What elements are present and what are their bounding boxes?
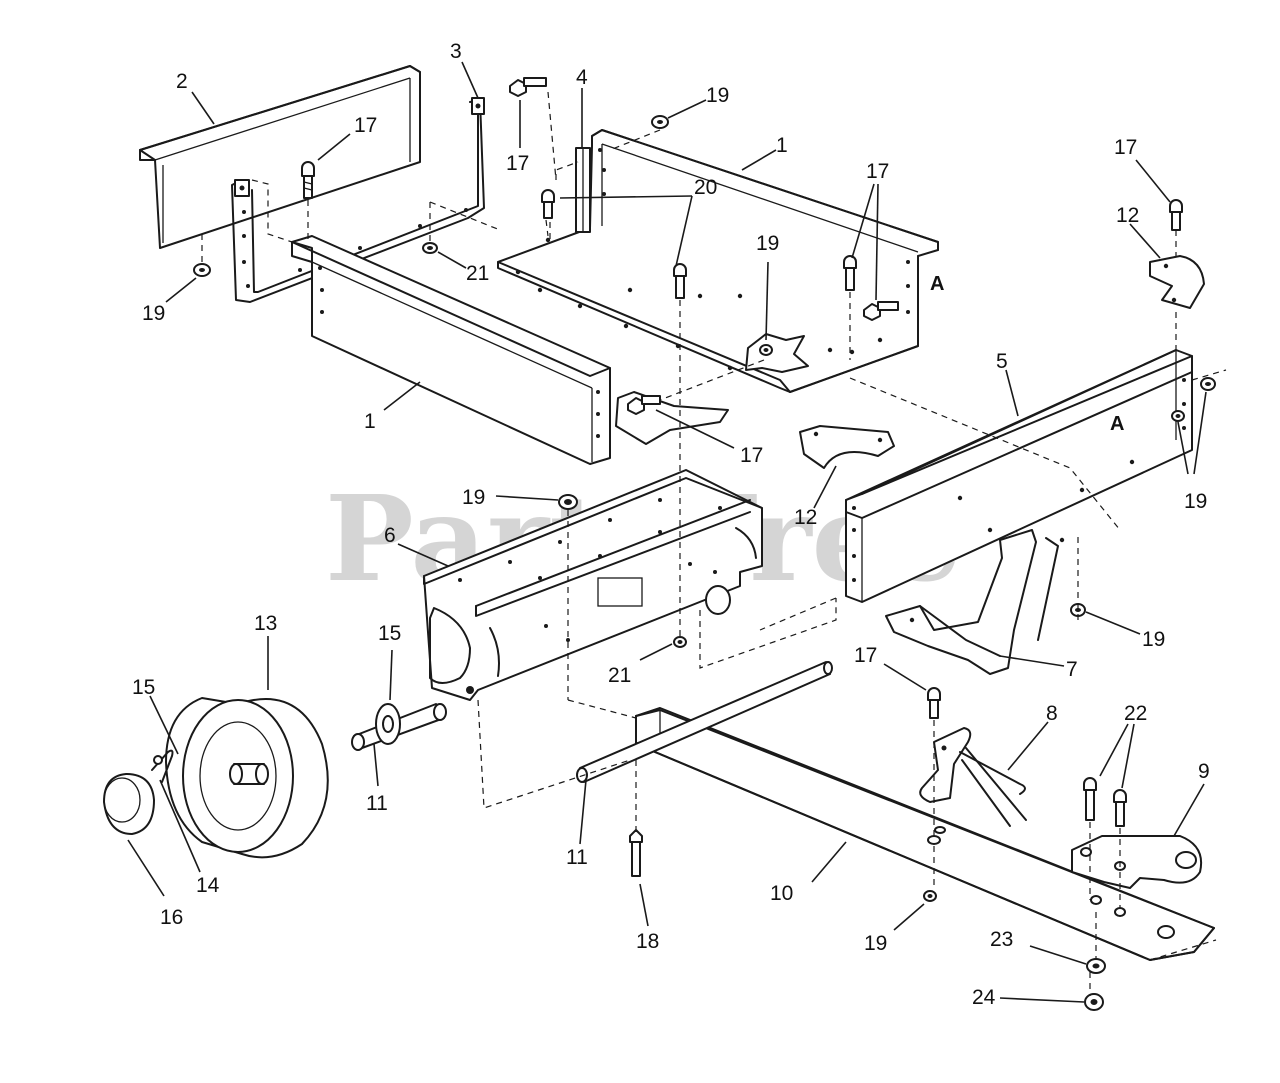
- bolt-17-top[interactable]: [509, 77, 547, 97]
- bolt-22-right[interactable]: [1113, 789, 1127, 827]
- part-3-u-bracket[interactable]: [231, 97, 485, 303]
- section-marker-a-1: A: [930, 273, 944, 295]
- callout-8: 8: [1046, 702, 1058, 725]
- part-15-washer-inner[interactable]: [375, 703, 401, 745]
- callout-1-right: 1: [776, 134, 788, 157]
- part-4-hinge-strip[interactable]: [575, 147, 591, 233]
- callout-labels: 2 3 4 17 17 19 1 17 17 20 12 19 21 19 1 …: [132, 40, 1210, 1009]
- nut-23[interactable]: [1086, 958, 1106, 974]
- part-13-wheel[interactable]: [165, 697, 329, 859]
- bolt-22-left[interactable]: [1083, 777, 1097, 821]
- callout-5: 5: [996, 350, 1008, 373]
- callout-14: 14: [196, 874, 220, 897]
- callout-10: 10: [770, 882, 793, 905]
- callout-11-left: 11: [366, 792, 388, 815]
- callout-16: 16: [160, 906, 183, 929]
- callout-17-center: 17: [866, 160, 889, 183]
- part-2-front-panel[interactable]: [139, 65, 421, 249]
- callout-22: 22: [1124, 702, 1147, 725]
- leader-lines: [127, 61, 1207, 1003]
- callout-1-left: 1: [364, 410, 376, 433]
- nut-19-tongue[interactable]: [923, 890, 937, 902]
- part-7-support-bracket[interactable]: [885, 529, 1065, 675]
- bolt-17-hitch[interactable]: [927, 687, 941, 719]
- callout-13: 13: [254, 612, 277, 635]
- nut-21-top[interactable]: [422, 242, 438, 254]
- callout-15-inner: 15: [378, 622, 401, 645]
- callout-19-left: 19: [142, 302, 165, 325]
- alignment-dash-lines: [201, 91, 1227, 996]
- part-14-cotter-pin[interactable]: [151, 749, 174, 783]
- part-8-hitch-pin[interactable]: [919, 727, 1027, 827]
- part-16-hub-cap[interactable]: [103, 773, 155, 835]
- callout-17-hitch: 17: [854, 644, 877, 667]
- part-12-center-bracket[interactable]: [799, 425, 895, 469]
- nut-19-right-a[interactable]: [1200, 377, 1216, 391]
- part-10-tongue-tube[interactable]: [635, 707, 1215, 961]
- callout-15-outer: 15: [132, 676, 155, 699]
- bolt-17-top-left[interactable]: [301, 161, 315, 199]
- callout-19-bed: 19: [756, 232, 779, 255]
- bolt-20-right[interactable]: [673, 263, 687, 299]
- callout-24: 24: [972, 986, 996, 1009]
- bolt-20-left[interactable]: [541, 189, 555, 219]
- callout-18: 18: [636, 930, 659, 953]
- callout-6: 6: [384, 524, 396, 547]
- callout-23: 23: [990, 928, 1013, 951]
- callout-11-right: 11: [566, 846, 588, 869]
- callout-19-right: 19: [1184, 490, 1207, 513]
- part-11-axle-right[interactable]: [576, 661, 833, 783]
- callout-21-bottom: 21: [608, 664, 631, 687]
- callout-17-bracket: 17: [740, 444, 763, 467]
- bolt-17-center-b[interactable]: [863, 301, 899, 321]
- callout-12-right: 12: [1116, 204, 1139, 227]
- callout-21-top: 21: [466, 262, 489, 285]
- part-6-axle-carriage[interactable]: [423, 469, 763, 701]
- callout-20: 20: [694, 176, 717, 199]
- part-1-left-side-rail[interactable]: [291, 235, 611, 465]
- callout-12-center: 12: [794, 506, 817, 529]
- nut-21-bottom[interactable]: [673, 636, 687, 648]
- bolt-17-center-a[interactable]: [843, 255, 857, 291]
- nut-24[interactable]: [1084, 993, 1104, 1011]
- callout-19-carriage: 19: [462, 486, 485, 509]
- callout-3: 3: [450, 40, 462, 63]
- callout-7: 7: [1066, 658, 1078, 681]
- nut-19-right-b[interactable]: [1171, 410, 1185, 422]
- part-9-hitch-plate[interactable]: [1071, 835, 1202, 889]
- callout-19-top: 19: [706, 84, 729, 107]
- callout-9: 9: [1198, 760, 1210, 783]
- nut-19-carriage[interactable]: [558, 494, 578, 510]
- part-12-right-bracket[interactable]: [1149, 255, 1205, 309]
- section-marker-a-2: A: [1110, 413, 1124, 435]
- callout-2: 2: [176, 70, 188, 93]
- bolt-18[interactable]: [629, 829, 643, 877]
- callout-19-bracket7: 19: [1142, 628, 1165, 651]
- nut-19-bed[interactable]: [759, 344, 773, 356]
- part-5-right-rail[interactable]: [845, 349, 1193, 603]
- callout-4: 4: [576, 66, 588, 89]
- callout-17-right: 17: [1114, 136, 1137, 159]
- bolt-17-right-top[interactable]: [1169, 199, 1183, 231]
- callout-17-top: 17: [506, 152, 529, 175]
- nut-19-left[interactable]: [193, 263, 211, 277]
- callout-19-tongue: 19: [864, 932, 887, 955]
- callout-17-left: 17: [354, 114, 377, 137]
- part-1-right-bed-side[interactable]: [497, 129, 939, 393]
- nut-19-top[interactable]: [651, 115, 669, 129]
